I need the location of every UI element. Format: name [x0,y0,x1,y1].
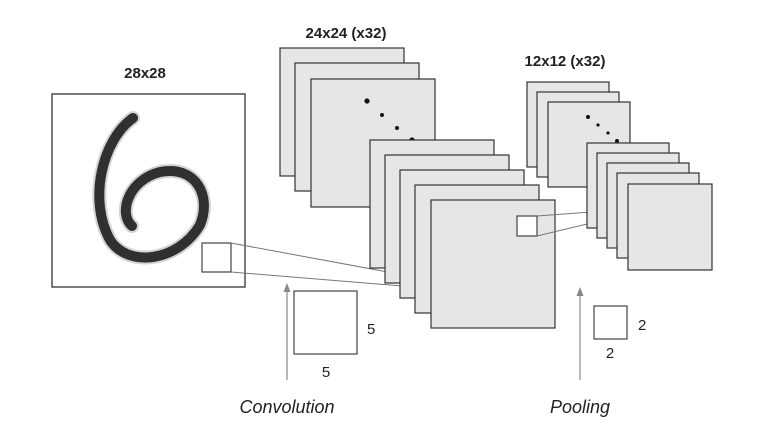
input-size-label: 28x28 [124,65,166,82]
pooling-label: Pooling [550,397,610,417]
input-receptive-field [201,242,232,273]
pool-ellipsis-dots [586,115,619,143]
pool-kernel-width-label: 2 [606,345,614,362]
pool-arrowhead-icon [576,287,584,296]
conv-kernel-box [293,290,358,355]
conv-pooling-window [516,215,538,237]
convolution-label: Convolution [239,397,334,417]
pool-feature-map-front [627,183,713,271]
conv-size-label: 24x24 (x32) [306,25,387,42]
conv-kernel-width-label: 5 [322,364,330,381]
conv-kernel-height-label: 5 [367,321,375,338]
pool-size-label: 12x12 (x32) [525,53,606,70]
pool-kernel-height-label: 2 [638,317,646,334]
handwritten-digit-image [92,111,211,265]
conv-arrowhead-icon [283,283,291,292]
pool-kernel-box [593,305,628,340]
